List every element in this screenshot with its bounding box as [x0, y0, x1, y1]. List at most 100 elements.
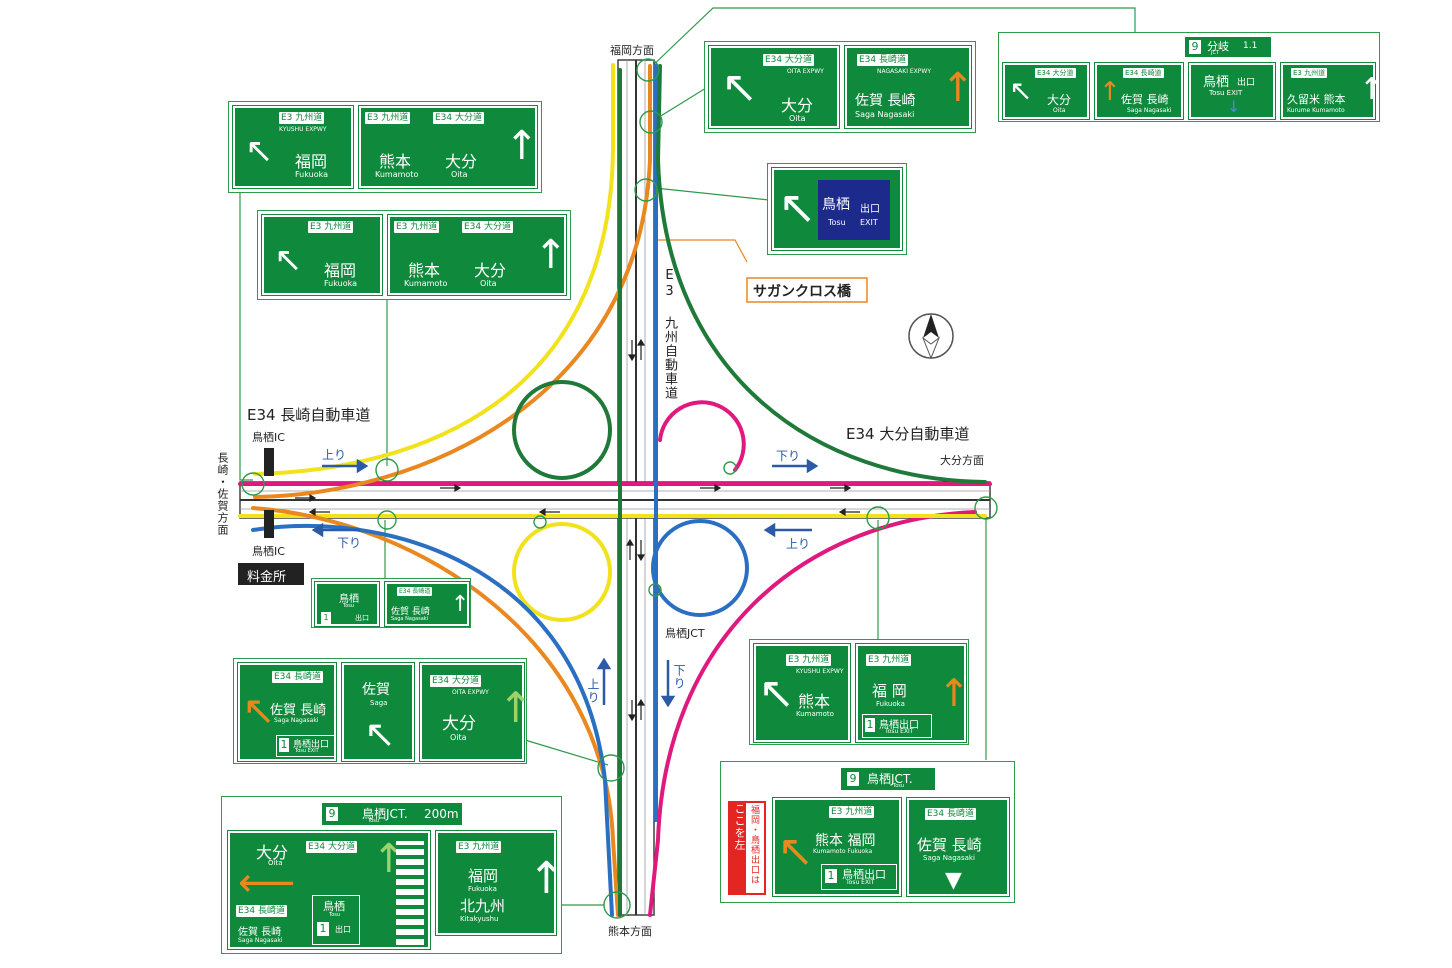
south-direction-label: 熊本方面 [608, 925, 652, 938]
arrow-up-orange-icon: ↑ [1099, 77, 1121, 107]
lane-arrows [295, 338, 860, 722]
ic-bottom-label: 鳥栖IC [252, 545, 285, 558]
city-name-en: Saga Nagasaki [923, 854, 975, 862]
arrow-up-left-icon: ↖ [1009, 74, 1033, 107]
arrow-up-left-orange-icon: ↖ [777, 826, 814, 877]
route-shield: E34 大分道 [306, 841, 357, 853]
sign-panel-1: E3 九州道 KYUSHU EXPWY ↖ 福岡 Fukuoka E3 九州道 … [228, 101, 542, 193]
jct-label: 鳥栖JCT [665, 627, 705, 640]
south-up-label: 上り [586, 678, 600, 704]
city-name-en: Kitakyushu [460, 915, 499, 923]
city-name: 鳥栖 [339, 594, 359, 605]
exit-name-en: Tosu EXIT [846, 879, 875, 886]
city-name: 熊本 [379, 152, 412, 171]
city-name: 久留米 熊本 [1287, 93, 1346, 106]
exit-name: 鳥栖出口 [293, 740, 330, 750]
city-name: 福岡 [468, 867, 499, 885]
sign-panel-2: E3 九州道 ↖ 福岡 Fukuoka E3 九州道 E34 大分道 熊本 Ku… [257, 210, 571, 300]
sign-panel-7: E34 長崎道 ↖ 佐賀 長崎 Saga Nagasaki 1 鳥栖出口 Tos… [233, 658, 533, 764]
city-name: 大分 [256, 843, 289, 862]
arrow-up-icon: ↑ [505, 123, 539, 169]
bridge-label: サガンクロス橋 [753, 284, 851, 300]
arrow-up-left-icon: ↖ [274, 240, 303, 280]
e34-west-road-name: E34 長崎自動車道 [247, 406, 371, 424]
jct-title: 鳥栖JCT. [362, 807, 408, 821]
route-shield: E34 大分道 [1035, 68, 1076, 78]
south-down-label: 下り [672, 664, 686, 690]
blue-direction-arrows [311, 458, 819, 708]
city-name-en: Saga Nagasaki [274, 717, 319, 724]
jct-title: 鳥栖JCT. [867, 772, 913, 786]
arrow-up-orange-icon: ↑ [938, 671, 970, 715]
sign-panel-9: 9 鳥栖JCT. Tosu 200m 大分 Oita E34 大分道 ⟵ ↑ E… [221, 796, 565, 954]
jct-subtitle: Tosu [893, 783, 905, 789]
sign-5-b: E34 長崎道 ↑ 佐賀 長崎 Saga Nagasaki [1094, 62, 1184, 120]
sign-panel-4: ↖ 鳥栖 出口 Tosu EXIT [767, 163, 907, 255]
exit-city-en: Tosu [329, 912, 341, 918]
exit-number: 1 [321, 612, 331, 624]
jct-header: 9 分岐 JCT 1.1 [1185, 37, 1271, 57]
route-shield: E34 長崎道 [857, 54, 908, 66]
city-name-en: Oita [1053, 107, 1066, 114]
bridge-leader [650, 239, 748, 263]
city-name-en: Kurume Kumamoto [1287, 107, 1345, 114]
route-number: 9 [326, 807, 338, 821]
route-magenta-loop [658, 400, 746, 472]
sign-5-a: E34 大分道 ↖ 大分 Oita [1002, 62, 1090, 120]
e34-main-road [239, 481, 991, 519]
city-name: 佐賀 長崎 [391, 607, 430, 617]
toll-box [238, 563, 304, 585]
arrow-up-icon: ↑ [534, 232, 568, 278]
sign-7-c: E34 大分道 OITA EXPWY 大分 Oita ↑ [419, 662, 533, 762]
sign-location-markers [241, 58, 998, 919]
route-shield: E3 九州道 [279, 112, 325, 124]
exit-panel: 1 鳥栖出口 Tosu EXIT [862, 714, 932, 738]
exit-city: 鳥栖 [323, 900, 345, 913]
route-shield: E34 長崎道 [272, 671, 323, 683]
city-name: 大分 [1047, 93, 1072, 107]
route-shield: E34 長崎道 [397, 587, 433, 596]
city-name-en: Fukuoka [468, 885, 497, 893]
city-name-en: Oita [480, 279, 497, 288]
sign-panel-6: 鳥栖 Tosu 1 出口 E34 長崎道 佐賀 長崎 Saga Nagasaki… [311, 578, 471, 628]
route-shield: E3 九州道 [866, 654, 912, 666]
sign-panel-3: E34 大分道 OITA EXPWY ↖ 大分 Oita E34 長崎道 NAG… [704, 41, 976, 133]
east-up-label: 上り [786, 537, 811, 551]
city-name: 佐賀 長崎 [270, 703, 327, 718]
notice-text-main: ここを左 [733, 803, 746, 851]
route-shield: E3 九州道 [394, 221, 440, 233]
city-name-en: Oita [451, 170, 468, 179]
city-name: 福岡 [324, 261, 357, 280]
city-name: 佐賀 長崎 [917, 836, 982, 854]
sign-panel-10: 9 鳥栖JCT. Tosu ここを左 福岡・鳥栖出口は E3 九州道 ↖ 熊本 … [720, 761, 1015, 903]
sign-panel-5: 9 分岐 JCT 1.1 E34 大分道 ↖ 大分 Oita E34 長崎道 ↑… [998, 32, 1384, 122]
west-direction-label: 長崎・佐賀方面 [216, 452, 229, 536]
route-shield: E34 長崎道 [236, 905, 287, 917]
sign-2-left: E3 九州道 ↖ 福岡 Fukuoka [261, 214, 383, 296]
arrow-up-icon: ↑ [451, 592, 470, 617]
city-name-en: Fukuoka [876, 700, 905, 708]
sign-2-right: E3 九州道 E34 大分道 熊本 Kumamoto 大分 Oita ↑ [387, 214, 568, 296]
route-shield: E3 九州道 [308, 221, 354, 233]
exit-name: 鳥栖出口 [842, 868, 886, 881]
exit-word: 出口 [860, 204, 880, 215]
city-name: 大分 [474, 261, 507, 280]
route-blue-south [251, 523, 614, 917]
exit-name-en: Tosu EXIT [295, 748, 319, 754]
exit-name: 鳥栖出口 [879, 720, 919, 731]
sign-5-d: E3 九州道 久留米 熊本 Kurume Kumamoto ↑ [1280, 62, 1384, 120]
jct-subtitle: Tosu [368, 818, 380, 824]
arrow-up-left-icon: ↖ [721, 62, 758, 113]
city-name: 熊本 [408, 261, 441, 280]
east-direction-label: 大分方面 [940, 454, 984, 467]
city-name-en: Oita [789, 114, 806, 123]
north-direction-label: 福岡方面 [610, 44, 654, 57]
exit-panel: 鳥栖 Tosu 1 出口 [312, 895, 360, 945]
city-name-en: Fukuoka [295, 170, 328, 179]
route-shield: E3 九州道 [829, 806, 875, 818]
route-shield: E34 長崎道 [925, 808, 976, 820]
city-name: 福 岡 [872, 682, 907, 700]
exit-word: 出口 [1237, 78, 1256, 88]
callout-lines [239, 7, 1136, 906]
notice-text-sub: 福岡・鳥栖出口は [749, 805, 759, 885]
